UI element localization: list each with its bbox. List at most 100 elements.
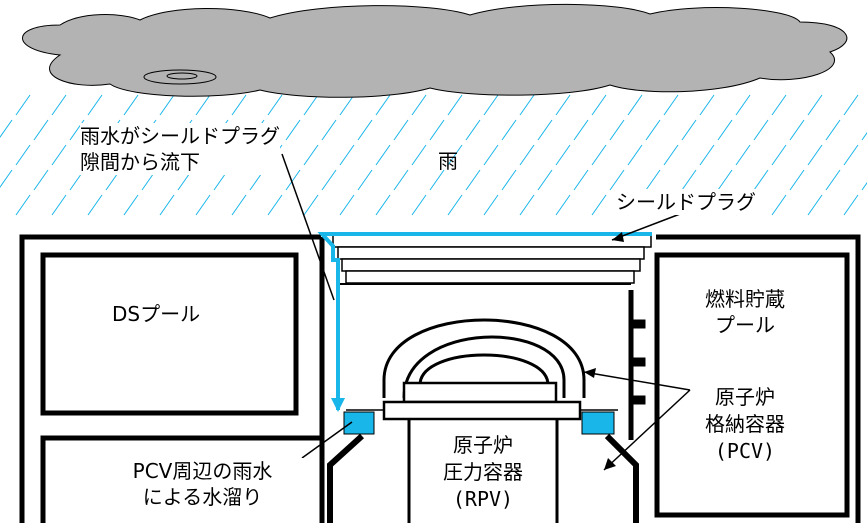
leader-lines	[281, 153, 691, 471]
rain-streak	[771, 194, 787, 216]
rain-streak	[483, 194, 499, 216]
rain-streak	[573, 169, 589, 191]
rain-streak	[465, 119, 481, 141]
rain-streak	[609, 169, 625, 191]
label-pcv-line2: 格納容器	[705, 412, 785, 436]
rain-streak	[789, 119, 805, 141]
label-pcv: 原子炉 格納容器 (PCV)	[690, 384, 800, 465]
rain-streak	[339, 94, 355, 116]
rain-streak	[51, 144, 67, 166]
rain-streak	[807, 94, 823, 116]
rain-streak	[357, 119, 373, 141]
rain-streak	[735, 144, 751, 166]
rain-streak	[0, 119, 13, 139]
rain-streak	[627, 94, 643, 116]
rain-streak	[393, 119, 409, 141]
label-pcv-line3: (PCV)	[714, 439, 776, 463]
rain-streak	[825, 119, 841, 141]
rain-streak	[843, 144, 859, 166]
rain-streak	[861, 131, 867, 141]
rain-streak	[519, 194, 535, 216]
rain-streak	[357, 169, 373, 191]
rain-streak	[483, 94, 499, 116]
rain-streak	[717, 119, 733, 141]
rain-streak	[753, 169, 769, 191]
rain-streak	[159, 94, 175, 116]
rain-streak	[411, 94, 427, 116]
rain-streak	[825, 169, 841, 191]
rain-streak	[861, 181, 867, 191]
rain-streak	[51, 194, 67, 216]
label-water-pool-line2: による水溜り	[142, 485, 263, 509]
rain-streak	[591, 94, 607, 116]
rain-streak	[627, 144, 643, 166]
rain-streak	[699, 94, 715, 116]
rain-streak	[573, 119, 589, 141]
water-puddle-right	[581, 411, 615, 435]
rain-streak	[267, 94, 283, 116]
rain-streak	[591, 194, 607, 216]
rain-streak	[87, 194, 103, 216]
rain-streak	[789, 169, 805, 191]
shield-plug	[332, 234, 652, 284]
rpv-flange	[382, 381, 582, 421]
rain-streak	[195, 194, 211, 216]
rain-streak	[447, 194, 463, 216]
label-rain-flow-line1: 雨水がシールドプラグ	[80, 124, 280, 148]
water-puddle-left	[343, 411, 375, 435]
rain-streak	[519, 144, 535, 166]
rain-streak	[231, 194, 247, 216]
rain-streak	[807, 194, 823, 216]
label-rpv-line2: 圧力容器	[443, 460, 523, 484]
rain-streak	[735, 94, 751, 116]
rain-streak	[645, 169, 661, 191]
rain-streak	[537, 169, 553, 191]
rain-streak	[375, 94, 391, 116]
rain-streak	[645, 119, 661, 141]
rain-streak	[195, 94, 211, 116]
rain-streak	[447, 94, 463, 116]
rain-streak	[555, 94, 571, 116]
label-rain-flow-line2: 隙間から流下	[80, 150, 200, 174]
rain-streak	[375, 194, 391, 216]
rain-streak	[555, 144, 571, 166]
label-rpv-line3: (RPV)	[452, 487, 514, 511]
pcv-lower-walls	[327, 433, 639, 523]
rain-streak	[591, 144, 607, 166]
rain-streak	[51, 94, 67, 116]
rain-streak	[663, 144, 679, 166]
rain-streak	[663, 94, 679, 116]
rain-streak	[87, 94, 103, 116]
rain-streak	[429, 169, 445, 191]
label-rpv: 原子炉 圧力容器 (RPV)	[418, 432, 548, 513]
water-flow-path	[317, 232, 652, 410]
storm-cloud	[22, 3, 848, 98]
rain-streak	[321, 119, 337, 141]
rain-streak	[807, 144, 823, 166]
rain-streak	[699, 144, 715, 166]
rain-streak	[15, 194, 31, 216]
cloud-ring-icon	[143, 69, 217, 85]
label-rain-flow: 雨水がシールドプラグ 隙間から流下	[80, 123, 280, 175]
rain-streak	[681, 119, 697, 141]
rain-streak	[375, 144, 391, 166]
rain-streak	[501, 119, 517, 141]
label-pcv-line1: 原子炉	[715, 385, 775, 409]
rain-streak	[483, 144, 499, 166]
rain-streak	[267, 194, 283, 216]
rain-streak	[717, 169, 733, 191]
rain-streak	[0, 169, 13, 189]
rain-streak	[843, 94, 859, 116]
rain-streak	[465, 169, 481, 191]
rain-streak	[123, 194, 139, 216]
rain-streaks	[0, 94, 867, 216]
rain-streak	[231, 94, 247, 116]
rain-streak	[15, 144, 31, 166]
rain-streak	[519, 94, 535, 116]
label-shield-plug: シールドプラグ	[616, 189, 756, 215]
rain-streak	[429, 119, 445, 141]
rain-streak	[303, 144, 319, 166]
label-fuel-pool-line2: プール	[715, 313, 775, 337]
rain-streak	[501, 169, 517, 191]
